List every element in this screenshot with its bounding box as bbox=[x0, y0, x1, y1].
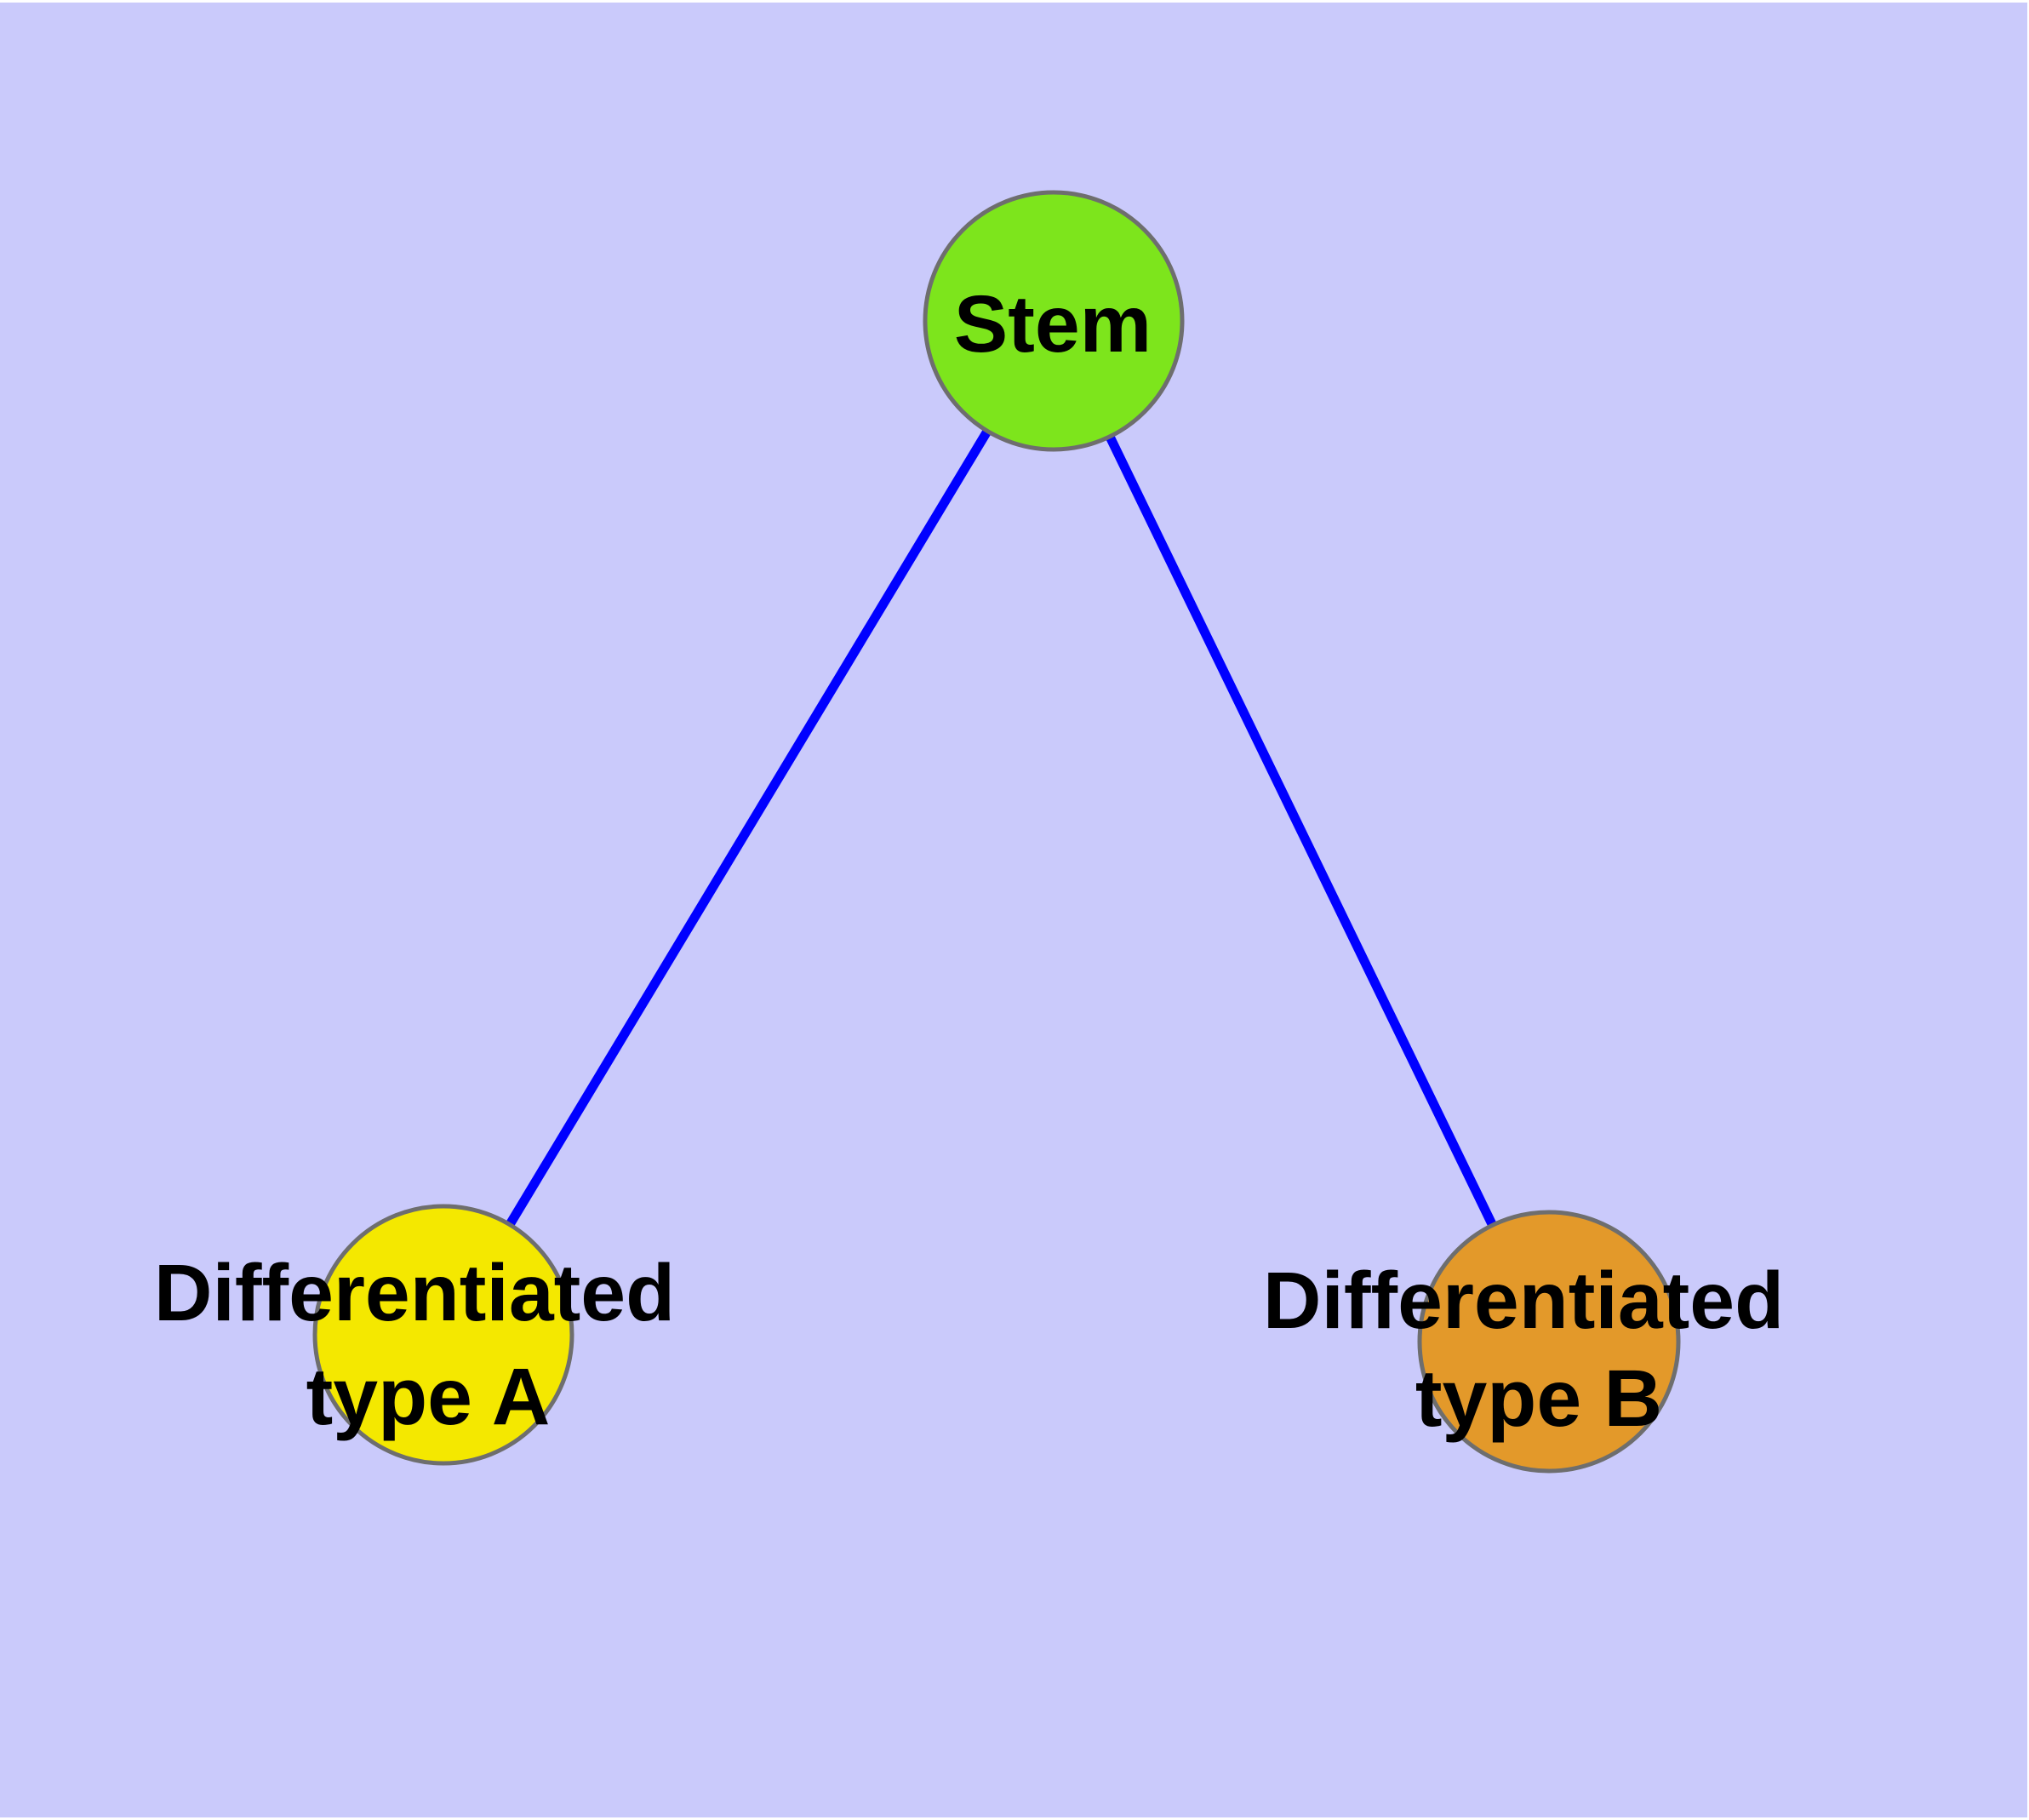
node-differentiated-type-a bbox=[312, 1204, 574, 1466]
node-type-b-label-line1: Differentiated bbox=[1263, 1256, 1784, 1346]
node-type-b-label-line2: type B bbox=[1415, 1354, 1662, 1444]
diagram-canvas: Stem Differentiated type A Differentiate… bbox=[0, 3, 2027, 1817]
node-type-a-label-line2: type A bbox=[306, 1352, 551, 1442]
node-type-a-label-line1: Differentiated bbox=[154, 1248, 675, 1338]
node-differentiated-type-b bbox=[1417, 1210, 1681, 1474]
edge-stem-to-type-b bbox=[1049, 318, 1553, 1344]
cell-differentiation-graph: Stem Differentiated type A Differentiate… bbox=[0, 3, 2027, 1817]
edge-stem-to-type-a bbox=[439, 318, 1058, 1337]
node-stem-label: Stem bbox=[954, 279, 1152, 369]
node-stem bbox=[923, 190, 1185, 452]
